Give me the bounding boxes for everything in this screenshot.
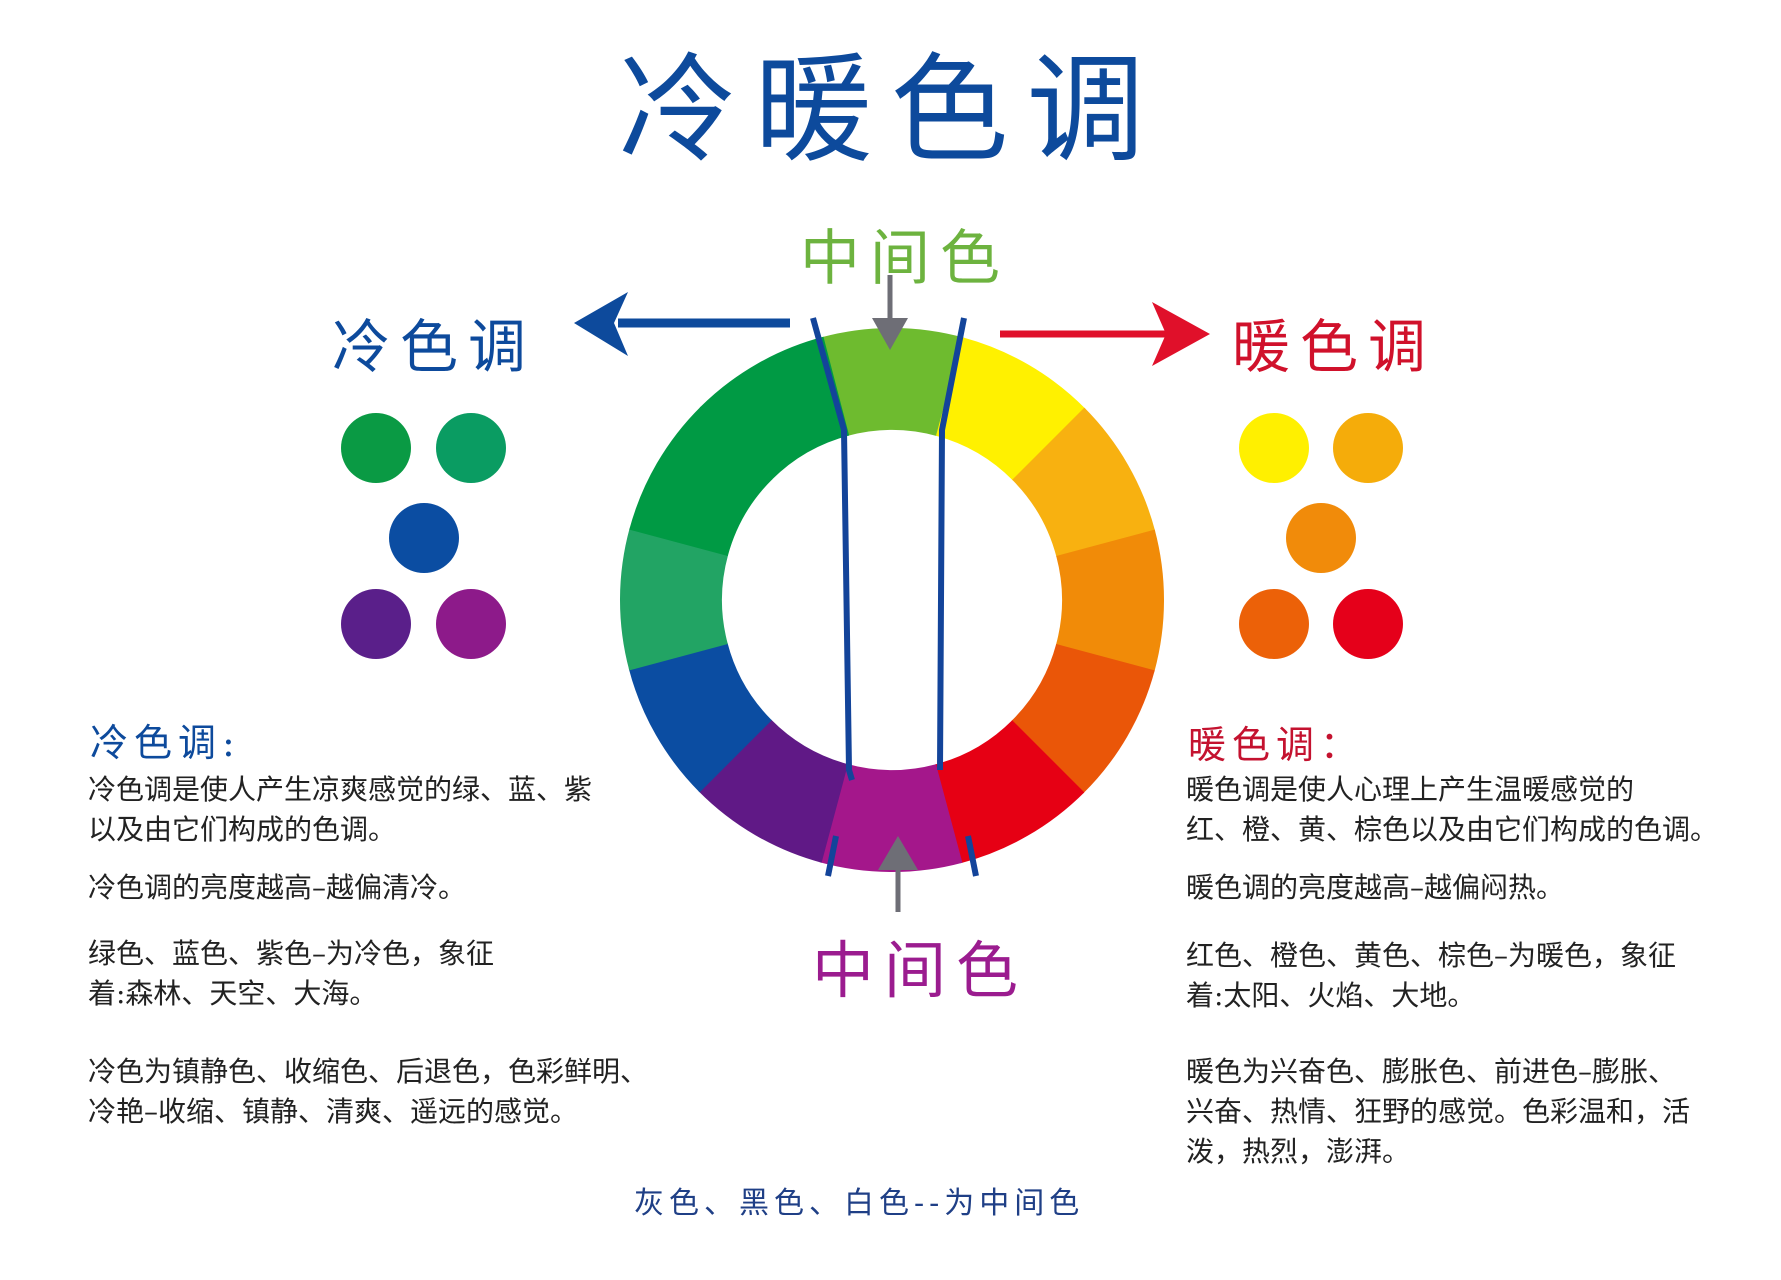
cold-divider-line [810,317,855,877]
cold-swatch-violet [341,589,411,659]
middle-color-top-label: 中间色 [800,224,1010,294]
cold-paragraph-3: 绿色、蓝色、紫色–为冷色，象征 着:森林、天空、大海。 [88,937,495,1010]
wheel-segment-red [934,720,1085,864]
cold-paragraph-1: 冷色调是使人产生凉爽感觉的绿、蓝、紫 以及由它们构成的色调。 [88,773,593,846]
color-wheel [620,328,1164,872]
cold-swatch-blue [389,503,459,573]
cold-swatch-purple [436,589,506,659]
cold-swatch-green [341,413,411,483]
wheel-segment-blue-green [620,527,729,671]
warm-arrow-icon [1000,302,1210,366]
warm-paragraph-2: 暖色调的亮度越高–越偏闷热。 [1186,871,1565,904]
cold-arrow-icon [574,292,790,356]
middle-bottom-pointer-icon [878,836,918,912]
warm-swatch-red [1333,589,1403,659]
wheel-segment-yellow-orange [1012,407,1156,558]
cold-paragraph-2: 冷色调的亮度越高–越偏清冷。 [88,871,467,904]
warm-paragraph-3: 红色、橙色、黄色、棕色–为暖色，象征 着:太阳、火焰、大地。 [1186,939,1677,1012]
warm-swatch-amber [1333,413,1403,483]
warm-paragraph-1: 暖色调是使人心理上产生温暖感觉的 红、橙、黄、棕色以及由它们构成的色调。 [1186,773,1719,846]
wheel-segment-green-2 [699,336,850,480]
middle-top-pointer-icon [872,275,908,350]
footer-note: 灰色、黑色、白色--为中间色 [634,1186,1085,1221]
warm-tone-label: 暖色调 [1232,313,1437,381]
wheel-segment-blue [628,642,772,793]
wheel-segment-yellow-green [821,328,965,437]
warm-swatch-yellow [1239,413,1309,483]
wheel-segment-red-purple [819,763,963,872]
cold-tone-label: 冷色调 [332,313,537,381]
cold-swatch-teal [436,413,506,483]
warm-divider-line [937,317,979,877]
middle-color-bottom-label: 中间色 [812,934,1029,1007]
wheel-segment-orange [1055,529,1164,673]
warm-paragraph-4: 暖色为兴奋色、膨胀色、前进色–膨胀、 兴奋、热情、狂野的感觉。色彩温和，活 泼，… [1186,1055,1691,1168]
warm-swatch-orange [1286,503,1356,573]
cold-paragraph-4: 冷色为镇静色、收缩色、后退色，色彩鲜明、 冷艳–收缩、镇静、清爽、遥远的感觉。 [88,1055,649,1128]
warm-section-heading: 暖色调： [1188,723,1365,767]
warm-swatch-red-orange [1239,589,1309,659]
cold-section-heading: 冷色调: [90,721,241,765]
page-title: 冷暖色调 [618,41,1163,179]
